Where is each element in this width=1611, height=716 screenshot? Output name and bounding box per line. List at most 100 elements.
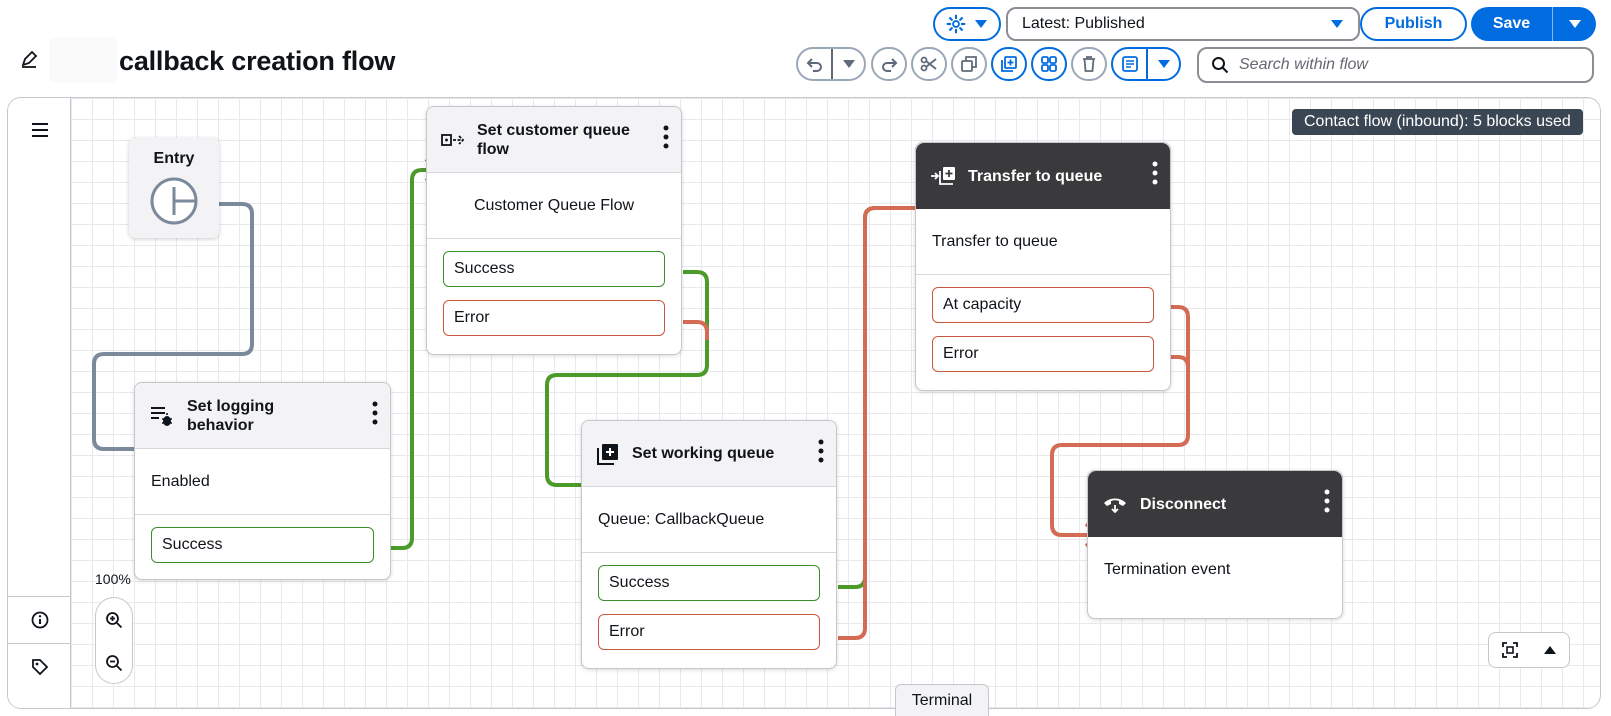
paste-button[interactable] <box>991 47 1027 81</box>
note-icon <box>1121 55 1139 73</box>
terminal-tab[interactable]: Terminal <box>895 684 989 716</box>
caret-down-icon <box>1157 59 1171 69</box>
undo-history-button[interactable] <box>831 49 864 79</box>
terminal-tab-label: Terminal <box>912 692 972 710</box>
minimap-controls <box>1488 632 1570 668</box>
settings-dropdown-button[interactable] <box>933 7 1001 41</box>
transfer-queue-icon <box>930 166 956 186</box>
caret-down-icon <box>974 19 988 29</box>
block-title-line: flow <box>477 140 630 159</box>
block-branches: Success <box>135 515 390 582</box>
zoom-in-button[interactable] <box>96 598 132 641</box>
caret-down-icon <box>1568 19 1582 29</box>
block-set-customer-queue-flow[interactable]: Set customer queue flow Customer Queue F… <box>426 106 682 355</box>
entry-start-icon <box>149 176 199 226</box>
branch-success[interactable]: Success <box>151 527 374 563</box>
gear-icon <box>946 14 966 34</box>
save-button-group: Save <box>1471 7 1596 41</box>
version-select-value: Latest: Published <box>1022 15 1145 33</box>
branch-success[interactable]: Success <box>443 251 665 287</box>
info-button[interactable] <box>8 598 71 642</box>
block-title: Disconnect <box>1140 495 1226 514</box>
copy-icon <box>960 55 978 73</box>
notes-group <box>1111 47 1181 81</box>
block-body: Customer Queue Flow <box>427 173 681 239</box>
edit-title-icon[interactable] <box>20 51 38 69</box>
cut-button[interactable] <box>911 47 947 81</box>
block-body: Queue: CallbackQueue <box>582 487 836 553</box>
undo-button[interactable] <box>798 49 831 79</box>
block-branches: Success Error <box>427 239 681 355</box>
search-placeholder: Search within flow <box>1239 56 1368 74</box>
more-options-icon[interactable] <box>1324 489 1330 513</box>
undo-icon <box>806 55 824 73</box>
zoom-in-icon <box>105 611 123 629</box>
copy-button[interactable] <box>951 47 987 81</box>
entry-title: Entry <box>129 150 219 168</box>
block-body: Transfer to queue <box>916 209 1170 275</box>
block-branches: Success Error <box>582 553 836 669</box>
block-header: Set logging behavior <box>135 383 390 449</box>
scissors-icon <box>920 55 938 73</box>
block-title-line: Set logging <box>187 397 274 416</box>
arrange-blocks-button[interactable] <box>1031 47 1067 81</box>
block-title: Transfer to queue <box>968 167 1102 186</box>
block-title: Set customer queue flow <box>477 121 630 159</box>
queue-flow-icon <box>441 130 465 150</box>
block-body: Termination event <box>1088 537 1342 603</box>
more-options-icon[interactable] <box>663 125 669 149</box>
more-options-icon[interactable] <box>818 439 824 463</box>
caret-down-icon <box>842 59 856 69</box>
delete-button[interactable] <box>1071 47 1107 81</box>
block-title-line: behavior <box>187 416 274 435</box>
notes-button[interactable] <box>1113 49 1146 79</box>
caret-down-icon <box>1330 19 1344 29</box>
branch-error[interactable]: Error <box>932 336 1154 372</box>
notes-options-button[interactable] <box>1146 49 1179 79</box>
block-disconnect[interactable]: Disconnect Termination event <box>1087 470 1343 619</box>
block-header: Transfer to queue <box>916 143 1170 209</box>
zoom-out-button[interactable] <box>96 641 132 684</box>
fit-to-screen-icon[interactable] <box>1501 641 1519 659</box>
publish-label: Publish <box>1385 15 1443 33</box>
save-label: Save <box>1493 15 1530 33</box>
version-select[interactable]: Latest: Published <box>1006 7 1360 41</box>
tags-button[interactable] <box>8 645 71 689</box>
save-button[interactable]: Save <box>1471 7 1553 41</box>
block-body: Enabled <box>135 449 390 515</box>
block-set-working-queue[interactable]: Set working queue Queue: CallbackQueue S… <box>581 420 837 669</box>
tag-icon <box>31 658 49 676</box>
logging-bug-icon <box>149 403 175 429</box>
hamburger-icon <box>31 122 49 138</box>
menu-button[interactable] <box>8 108 71 152</box>
publish-button[interactable]: Publish <box>1360 7 1467 41</box>
search-input[interactable]: Search within flow <box>1197 47 1594 83</box>
branch-success[interactable]: Success <box>598 565 820 601</box>
undo-group <box>796 47 866 81</box>
branch-at-capacity[interactable]: At capacity <box>932 287 1154 323</box>
block-header: Set working queue <box>582 421 836 487</box>
redo-button[interactable] <box>871 47 907 81</box>
paste-add-icon <box>1000 55 1018 73</box>
more-options-icon[interactable] <box>372 401 378 425</box>
save-options-button[interactable] <box>1553 7 1596 41</box>
block-header: Set customer queue flow <box>427 107 681 173</box>
info-icon <box>31 611 49 629</box>
zoom-level: 100% <box>95 571 131 587</box>
caret-up-icon[interactable] <box>1543 645 1557 655</box>
block-title: Set logging behavior <box>187 397 274 435</box>
block-header: Disconnect <box>1088 471 1342 537</box>
search-icon <box>1211 56 1229 74</box>
branch-error[interactable]: Error <box>443 300 665 336</box>
grid-icon <box>1040 55 1058 73</box>
more-options-icon[interactable] <box>1152 161 1158 185</box>
branch-error[interactable]: Error <box>598 614 820 650</box>
add-to-queue-icon <box>596 442 620 466</box>
left-rail <box>8 98 71 708</box>
entry-block[interactable]: Entry <box>129 138 219 238</box>
page-title: callback creation flow <box>49 40 395 82</box>
block-set-logging-behavior[interactable]: Set logging behavior Enabled Success <box>134 382 391 580</box>
block-title-line: Set customer queue <box>477 121 630 140</box>
zoom-controls <box>95 597 133 684</box>
block-transfer-to-queue[interactable]: Transfer to queue Transfer to queue At c… <box>915 142 1171 391</box>
